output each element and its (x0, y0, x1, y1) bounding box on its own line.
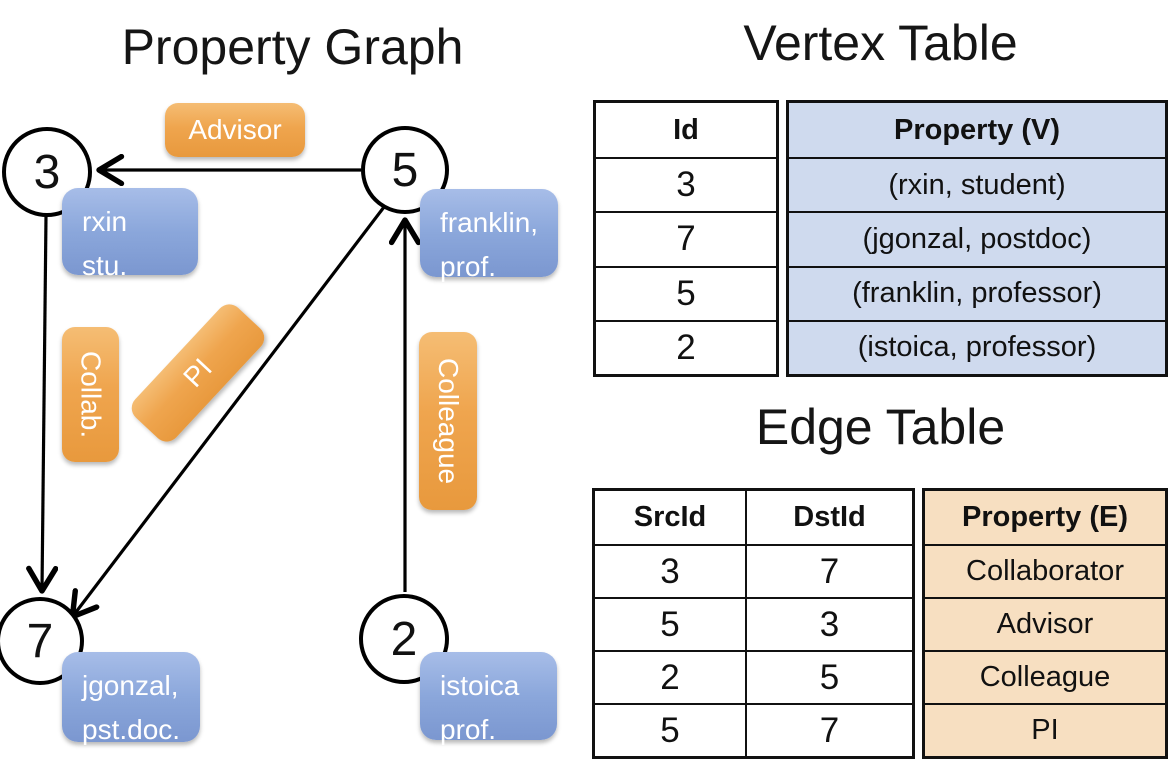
edge-table-property-cell: Colleague (925, 650, 1165, 703)
edge-table-dstid-cell: 5 (745, 650, 912, 703)
vertex-property-line: franklin, (440, 207, 539, 238)
edge-label-text: Colleague (433, 357, 464, 485)
edge-label-advisor: Advisor (165, 103, 305, 157)
edge-table-id-columns: SrcId DstId 3 7 5 3 2 5 5 7 (592, 488, 915, 759)
vertex-table-header-id: Id (673, 113, 699, 146)
edge-table-srcid-cell: 5 (595, 703, 745, 756)
vertex-property-box-franklin: franklin, prof. (420, 189, 558, 282)
edge-table-srcid-cell: 2 (595, 650, 745, 703)
vertex-table-property-column: Property (V) (rxin, student) (jgonzal, p… (786, 100, 1168, 377)
vertex-table-id-cell: 3 (596, 157, 776, 211)
vertex-table-header-property: Property (V) (789, 103, 1165, 158)
vertex-table-property-cell: (istoica, professor) (789, 319, 1165, 374)
edge-table-srcid-cell: 3 (595, 544, 745, 597)
graph-node-5: 5 (361, 126, 449, 214)
vertex-property-line: jgonzal, (82, 670, 179, 701)
vertex-table-id-cell: 7 (596, 211, 776, 265)
edge-table-dstid-cell: 3 (745, 597, 912, 650)
edge-table-header-dstid: DstId (745, 491, 912, 544)
node-id-label: 3 (33, 145, 61, 199)
edge-line-pi-5-7 (73, 206, 386, 616)
vertex-property-box-rxin: rxin stu. (62, 188, 198, 281)
graph-title: Property Graph (121, 19, 464, 75)
vertex-property-line: prof. (440, 251, 497, 282)
edge-table-property-column: Property (E) Collaborator Advisor Collea… (922, 488, 1168, 759)
node-id-label: 2 (390, 612, 418, 666)
vertex-property-box-jgonzal: jgonzal, pst.doc. (62, 652, 200, 745)
vertex-table-title: Vertex Table (743, 15, 1018, 71)
vertex-property-line: pst.doc. (82, 714, 181, 745)
node-id-label: 5 (391, 143, 419, 197)
edge-label-text: Collab. (75, 350, 107, 439)
edge-table-header-property: Property (E) (925, 491, 1165, 544)
edge-table-property-cell: PI (925, 703, 1165, 756)
graph-edge-arrows (0, 0, 585, 760)
edge-table-property-cell: Advisor (925, 597, 1165, 650)
vertex-property-line: prof. (440, 714, 497, 745)
vertex-property-line: stu. (82, 250, 128, 281)
edge-table-srcid-cell: 5 (595, 597, 745, 650)
edge-label-text: Advisor (188, 114, 282, 145)
edge-table-header-srcid: SrcId (633, 501, 707, 533)
vertex-table-property-cell: (rxin, student) (789, 157, 1165, 212)
edge-line-collab-3-7 (42, 215, 46, 590)
edge-table-dstid-cell: 7 (745, 703, 912, 756)
vertex-property-line: rxin (82, 206, 128, 237)
edge-label-colleague: Colleague (419, 332, 477, 510)
edge-table-dstid-cell: 7 (745, 544, 912, 597)
node-id-label: 7 (26, 614, 54, 668)
edge-table-title: Edge Table (755, 399, 1006, 455)
vertex-table-id-column: Id 3 7 5 2 (593, 100, 779, 377)
vertex-property-box-istoica: istoica prof. (420, 652, 557, 745)
vertex-property-line: istoica (440, 670, 520, 701)
edge-table-property-cell: Collaborator (925, 544, 1165, 597)
vertex-table-id-cell: 5 (596, 265, 776, 320)
graph-node-2: 2 (359, 594, 449, 684)
vertex-table-property-cell: (jgonzal, postdoc) (789, 211, 1165, 266)
vertex-table-property-cell: (franklin, professor) (789, 265, 1165, 320)
edge-label-collab: Collab. (62, 327, 119, 462)
vertex-table-id-cell: 2 (596, 319, 776, 374)
edge-label-text: PI (177, 352, 218, 393)
